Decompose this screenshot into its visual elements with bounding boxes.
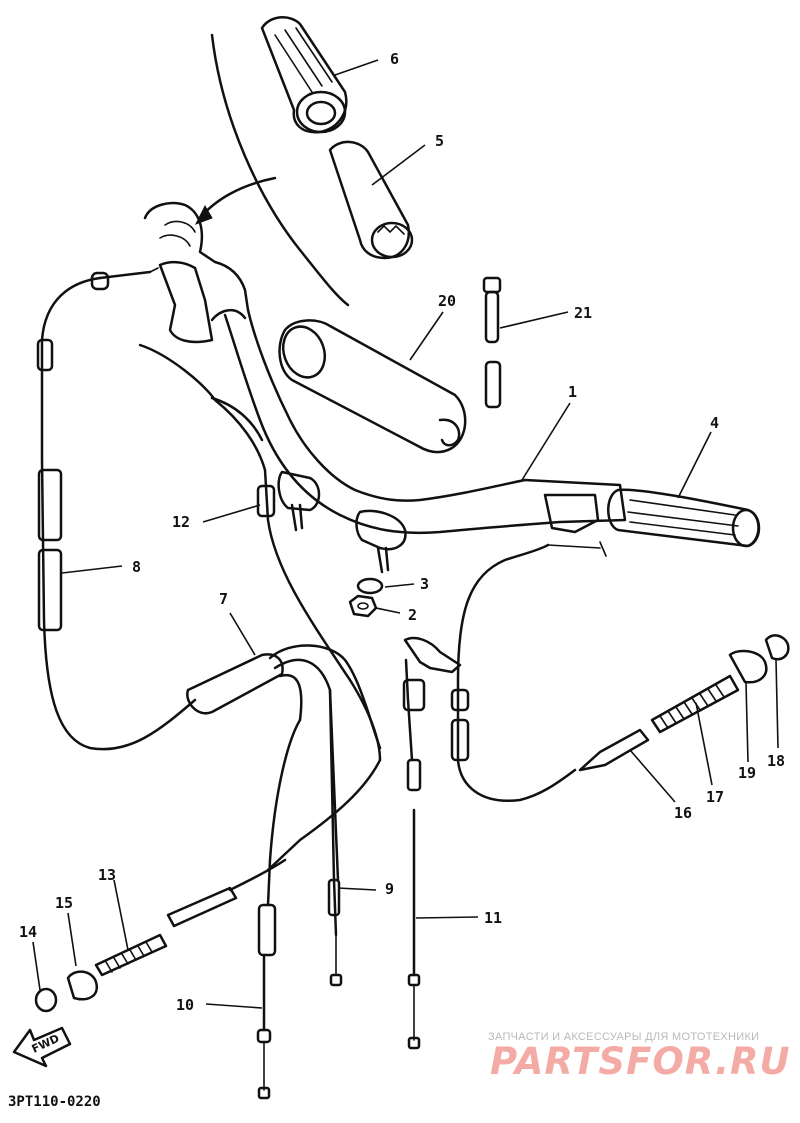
right-cable	[450, 541, 607, 803]
part-6-grip	[260, 16, 348, 134]
diagram-code: 3PT110-0220	[8, 1094, 101, 1110]
callout-18: 18	[767, 752, 785, 770]
part-19-boot	[728, 649, 768, 684]
grip-inset	[194, 33, 350, 307]
part-4-grip	[607, 488, 761, 548]
callout-12: 12	[172, 513, 190, 531]
callout-3: 3	[420, 575, 429, 593]
part-3-washer	[356, 577, 384, 595]
inset-bracket-line	[210, 33, 350, 307]
callout-19: 19	[738, 764, 756, 782]
callout-7: 7	[219, 590, 228, 608]
part-9-cable	[327, 688, 343, 987]
callout-17: 17	[706, 788, 724, 806]
part-2-nut	[348, 594, 378, 618]
part-8-cable	[36, 267, 197, 751]
callout-21: 21	[574, 304, 592, 322]
callout-11: 11	[484, 909, 502, 927]
callout-15: 15	[55, 894, 73, 912]
part-12-cable	[138, 343, 382, 762]
part-18-cap	[764, 634, 790, 661]
front-direction-arrow: FWD	[12, 1026, 72, 1068]
part-16-adjuster	[578, 728, 650, 772]
part-21-strap	[482, 276, 502, 409]
callout-20: 20	[438, 292, 456, 310]
callout-13: 13	[98, 866, 116, 884]
part-17-spring	[650, 674, 740, 734]
leader-lines	[32, 59, 779, 1009]
callout-4: 4	[710, 414, 719, 432]
callout-10: 10	[176, 996, 194, 1014]
callout-2: 2	[408, 606, 417, 624]
callout-16: 16	[674, 804, 692, 822]
part-10-cable	[256, 718, 382, 1100]
part-5-grip-sleeve	[328, 140, 414, 260]
watermark-tagline: ЗАПЧАСТИ И АКСЕССУАРЫ ДЛЯ МОТОТЕХНИКИ	[488, 1031, 760, 1043]
inset-arrow	[198, 176, 277, 220]
part-20-handlebar-pad	[278, 319, 467, 454]
part-11-cable	[402, 636, 462, 1050]
part-13-spring	[94, 858, 287, 977]
handlebar-holders	[277, 470, 407, 574]
callout-1: 1	[568, 383, 577, 401]
part-1-handlebar	[143, 201, 627, 535]
part-14-cap	[34, 987, 58, 1013]
callout-numbers: 1 2 3 4 5 6 7 8 9 10 11 12 13 14 15 16 1…	[19, 50, 785, 1014]
watermark-logo: PARTSFOR.RU	[490, 1040, 791, 1083]
callout-9: 9	[385, 880, 394, 898]
callout-6: 6	[390, 50, 399, 68]
callout-14: 14	[19, 923, 37, 941]
callout-8: 8	[132, 558, 141, 576]
callout-5: 5	[435, 132, 444, 150]
part-15-boot	[66, 970, 99, 1001]
